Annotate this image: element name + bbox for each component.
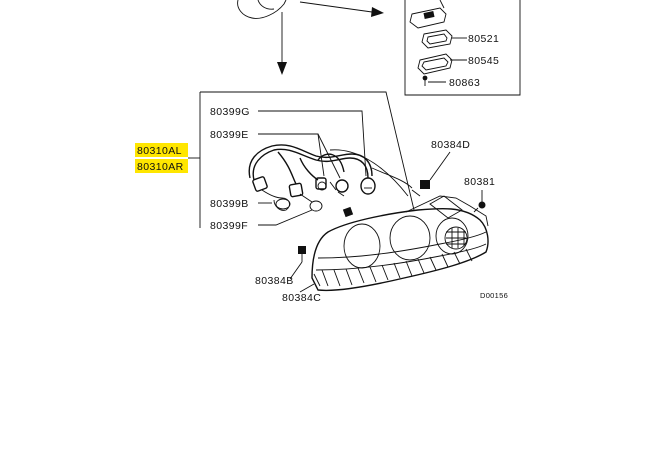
arrow-head-right-icon bbox=[371, 7, 384, 17]
lamp-housing bbox=[311, 189, 489, 292]
label-80399F: 80399F bbox=[210, 220, 248, 232]
label-80521: 80521 bbox=[468, 33, 499, 45]
bulb-80399F bbox=[309, 200, 323, 212]
reflector-left bbox=[343, 223, 381, 269]
lower-part-labels: 80384B 80384C D00156 bbox=[255, 261, 508, 304]
arrow-head-down-icon bbox=[277, 62, 287, 75]
reflector-right bbox=[435, 217, 469, 255]
label-80381: 80381 bbox=[464, 176, 495, 188]
label-80545: 80545 bbox=[468, 55, 499, 67]
label-80399E: 80399E bbox=[210, 129, 249, 141]
bulb-80399E bbox=[335, 179, 349, 193]
wiring-harness bbox=[248, 144, 413, 197]
label-80399G: 80399G bbox=[210, 106, 250, 118]
grommet bbox=[342, 206, 354, 218]
leader-80384B bbox=[289, 261, 303, 280]
reflector-center bbox=[389, 215, 431, 261]
nut-80384D bbox=[420, 180, 430, 189]
screw-80381 bbox=[478, 201, 486, 209]
drawing-code: D00156 bbox=[480, 291, 508, 300]
leader-80384C bbox=[299, 283, 315, 293]
upper-assembly-fragment bbox=[237, 0, 384, 75]
label-80384D: 80384D bbox=[431, 139, 470, 151]
highlighted-part-numbers: 80310AL 80310AR bbox=[135, 143, 188, 173]
bulb-sockets bbox=[252, 176, 376, 262]
highlight-80310AL bbox=[135, 143, 188, 157]
screw-head-80384B bbox=[298, 246, 306, 254]
right-part-labels: 80384D 80381 bbox=[420, 139, 495, 213]
arrow-shaft-right bbox=[299, 1, 373, 13]
left-part-labels: 80399G 80399E 80399B 80399F bbox=[210, 106, 367, 232]
leader-80399F bbox=[258, 209, 313, 226]
label-80384C: 80384C bbox=[282, 292, 321, 304]
indicator-lens bbox=[444, 226, 468, 250]
assembly-bracket bbox=[188, 91, 415, 228]
leader-80384D bbox=[429, 151, 451, 181]
label-80310AR: 80310AR bbox=[137, 161, 184, 173]
socket-4 bbox=[335, 179, 349, 197]
label-80384B: 80384B bbox=[255, 275, 294, 287]
socket-3 bbox=[315, 177, 337, 191]
socket-5 bbox=[360, 177, 376, 195]
label-80310AL: 80310AL bbox=[137, 145, 182, 157]
label-80399B: 80399B bbox=[210, 198, 249, 210]
socket-1 bbox=[252, 176, 291, 211]
leader-80399E-b bbox=[317, 133, 341, 179]
bulb-80399G bbox=[360, 177, 376, 195]
label-80863: 80863 bbox=[449, 77, 480, 89]
bulb-80399B bbox=[275, 198, 291, 210]
leader-80399G bbox=[258, 110, 367, 177]
socket-2 bbox=[288, 182, 323, 212]
inset-detail-box: 80521 80545 80863 bbox=[404, 0, 521, 96]
highlight-80310AR bbox=[135, 159, 188, 173]
